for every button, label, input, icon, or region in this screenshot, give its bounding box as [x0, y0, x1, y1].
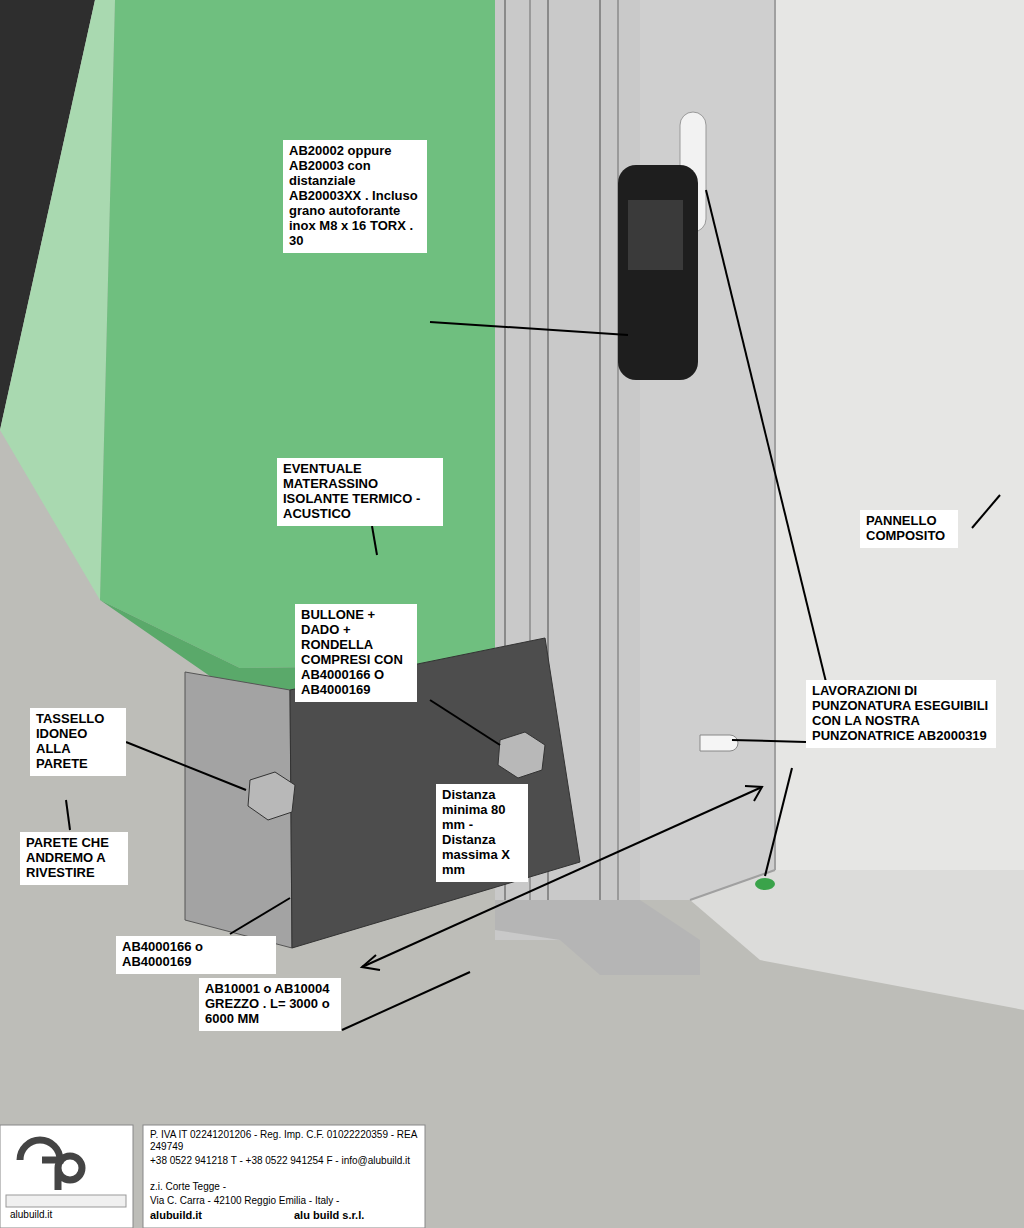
part-callout: EVENTUALE MATERASSINO ISOLANTE TERMICO -…: [277, 458, 443, 526]
company-info: P. IVA IT 02241201206 - Reg. Imp. C.F. 0…: [146, 1128, 422, 1153]
company-info: Via C. Carra - 42100 Reggio Emilia - Ita…: [146, 1194, 422, 1208]
company-name: alu build s.r.l.: [290, 1208, 422, 1223]
company-info: z.i. Corte Tegge -: [146, 1180, 422, 1194]
part-code: AB4000166 o AB4000169: [116, 936, 276, 974]
company-web: alubuild.it: [146, 1208, 286, 1223]
part-code: AB10001 o AB10004 GREZZO . L= 3000 o 600…: [199, 978, 341, 1031]
dimension-note: Distanza minima 80 mm - Distanza massima…: [436, 784, 528, 882]
part-callout: TASSELLO IDONEO ALLA PARETE: [30, 708, 126, 776]
part-callout: LAVORAZIONI DI PUNZONATURA ESEGUIBILI CO…: [806, 680, 996, 748]
part-callout: AB20002 oppure AB20003 con distanziale A…: [283, 140, 427, 253]
part-callout: PANNELLO COMPOSITO: [860, 510, 958, 548]
part-callout: PARETE CHE ANDREMO A RIVESTIRE: [20, 832, 128, 885]
company-info: +38 0522 941218 T - +38 0522 941254 F - …: [146, 1154, 422, 1168]
company-web: alubuild.it: [6, 1208, 130, 1222]
part-callout: BULLONE + DADO + RONDELLA COMPRESI CON A…: [295, 604, 417, 702]
